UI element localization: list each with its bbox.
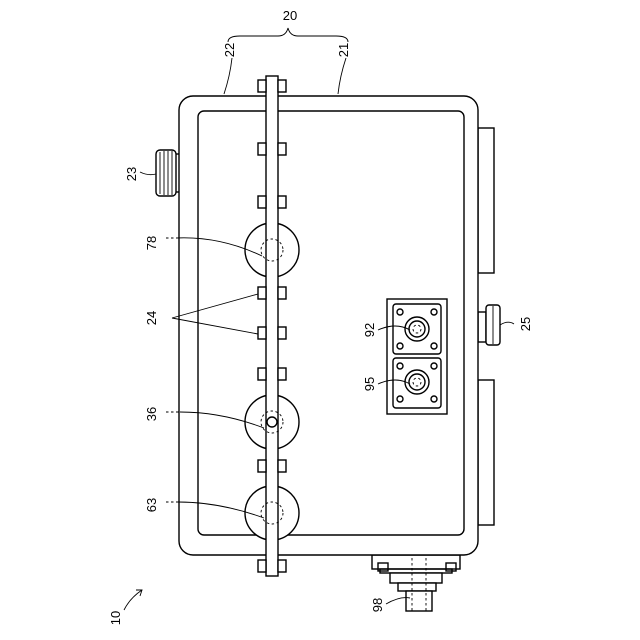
ref-23-label: 23	[124, 167, 139, 181]
ref-10-label: 10	[108, 611, 123, 625]
ref-92-label: 92	[362, 323, 377, 337]
connector-block	[387, 299, 447, 414]
ref-21-label: 21	[336, 43, 351, 57]
ref-25-label: 25	[518, 317, 533, 331]
ref-95-label: 95	[362, 377, 377, 391]
brace-20	[228, 28, 348, 42]
side-panel-lower	[478, 380, 494, 525]
ref-78-label: 78	[144, 236, 159, 250]
knob-25	[478, 305, 500, 345]
connector-plate	[387, 299, 447, 414]
ref-98-label: 98	[370, 598, 385, 612]
ref-36-label: 36	[144, 407, 159, 421]
ref-22-label: 22	[222, 43, 237, 57]
flange-bar	[266, 76, 278, 576]
knob-23	[156, 150, 180, 196]
ref-63-label: 63	[144, 498, 159, 512]
pin-36	[267, 417, 277, 427]
bottom-connector-98	[372, 548, 460, 612]
side-panel-upper	[478, 128, 494, 273]
ref-20-label: 20	[283, 8, 297, 23]
ref-24-label: 24	[144, 311, 159, 325]
